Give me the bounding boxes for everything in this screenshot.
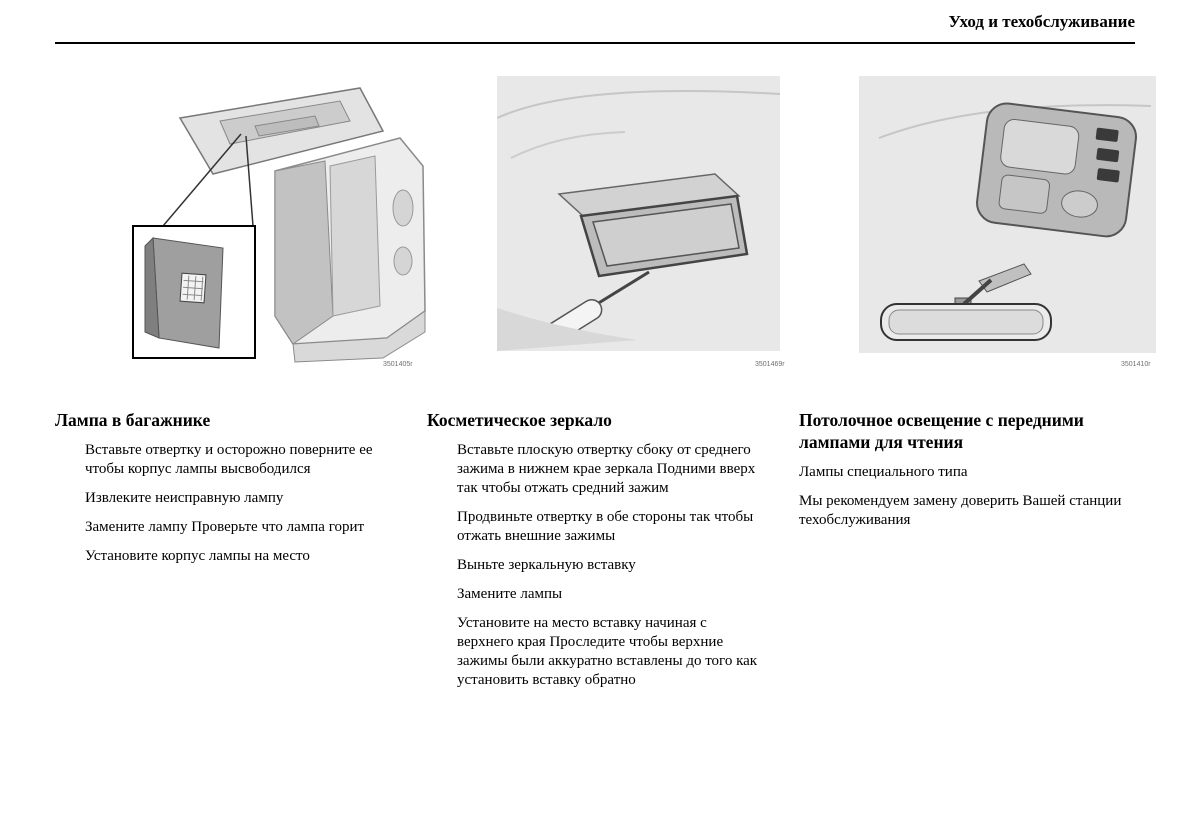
figure-code: 3501469r — [755, 361, 785, 368]
section-trunk-lamp: 3501405r Лампа в багажнике Вставьте отве… — [55, 60, 426, 700]
section-ceiling-lighting: 3501410r Потолочное освещение с передним… — [799, 60, 1156, 700]
figure-code: 3501410r — [1121, 361, 1151, 368]
trunk-lamp-illustration — [132, 87, 426, 363]
vanity-mirror-figure: 3501469r — [467, 76, 785, 376]
trunk-lamp-figure: 3501405r — [95, 76, 426, 376]
figure-code: 3501405r — [383, 361, 413, 368]
instruction-paragraph: Замените лампу Проверьте что лампа горит — [85, 519, 365, 536]
section-title: Потолочное освещение с передними лампами… — [799, 410, 1084, 452]
section-title: Лампа в багажнике — [55, 410, 211, 430]
content-columns: 3501405r Лампа в багажнике Вставьте отве… — [55, 60, 1156, 700]
instruction-paragraph: Продвиньте отвертку в обе стороны так чт… — [457, 509, 754, 545]
vanity-mirror-illustration — [497, 76, 780, 351]
section-vanity-mirror: 3501469r Косметическое зеркало Вставьте … — [427, 60, 785, 700]
instruction-paragraph: Замените лампы — [457, 586, 563, 603]
instruction-paragraph: Вставьте отвертку и осторожно поверните … — [85, 441, 373, 477]
ceiling-lighting-illustration — [859, 76, 1156, 353]
instruction-paragraph: Выньте зеркальную вставку — [457, 557, 636, 574]
instruction-paragraph: Установите на место вставку начиная с ве… — [457, 615, 758, 689]
instruction-paragraph: Лампы специального типа — [799, 463, 968, 480]
header-rule — [55, 42, 1135, 44]
section-title: Косметическое зеркало — [427, 410, 612, 430]
instruction-paragraph: Мы рекомендуем замену доверить Вашей ста… — [799, 492, 1122, 528]
ceiling-lighting-figure: 3501410r — [839, 76, 1156, 376]
instruction-paragraph: Вставьте плоскую отвертку сбоку от средн… — [457, 441, 756, 496]
instruction-paragraph: Извлеките неисправную лампу — [85, 489, 284, 506]
page-header: Уход и техобслуживание — [948, 12, 1135, 31]
instruction-paragraph: Установите корпус лампы на место — [85, 548, 310, 565]
